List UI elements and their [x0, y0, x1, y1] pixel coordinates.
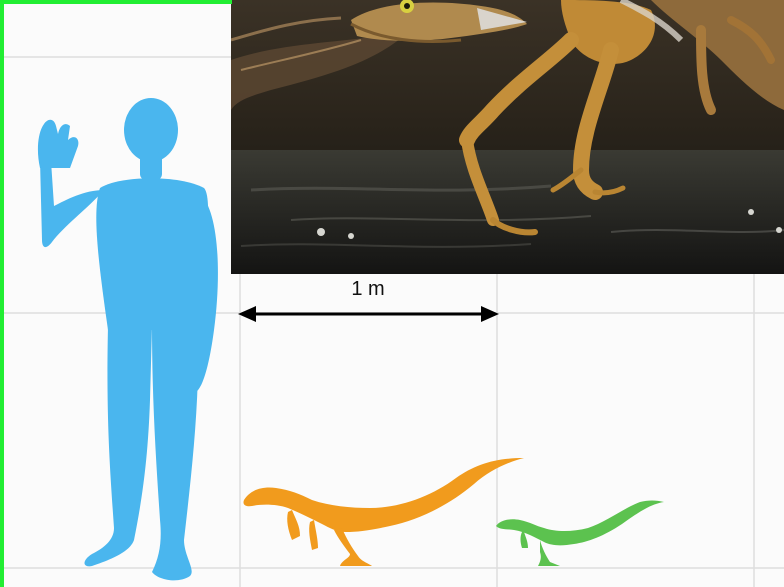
frame-border-top	[0, 0, 232, 4]
scale-bar-label: 1 m	[318, 278, 418, 301]
painting-art	[231, 0, 784, 274]
frame-border-left	[0, 0, 4, 587]
green-dinosaur-silhouette	[496, 501, 664, 567]
dinosaur-painting	[231, 0, 784, 274]
human-silhouette	[38, 98, 218, 580]
scale-bar	[238, 306, 499, 322]
orange-dinosaur-silhouette	[243, 458, 524, 566]
